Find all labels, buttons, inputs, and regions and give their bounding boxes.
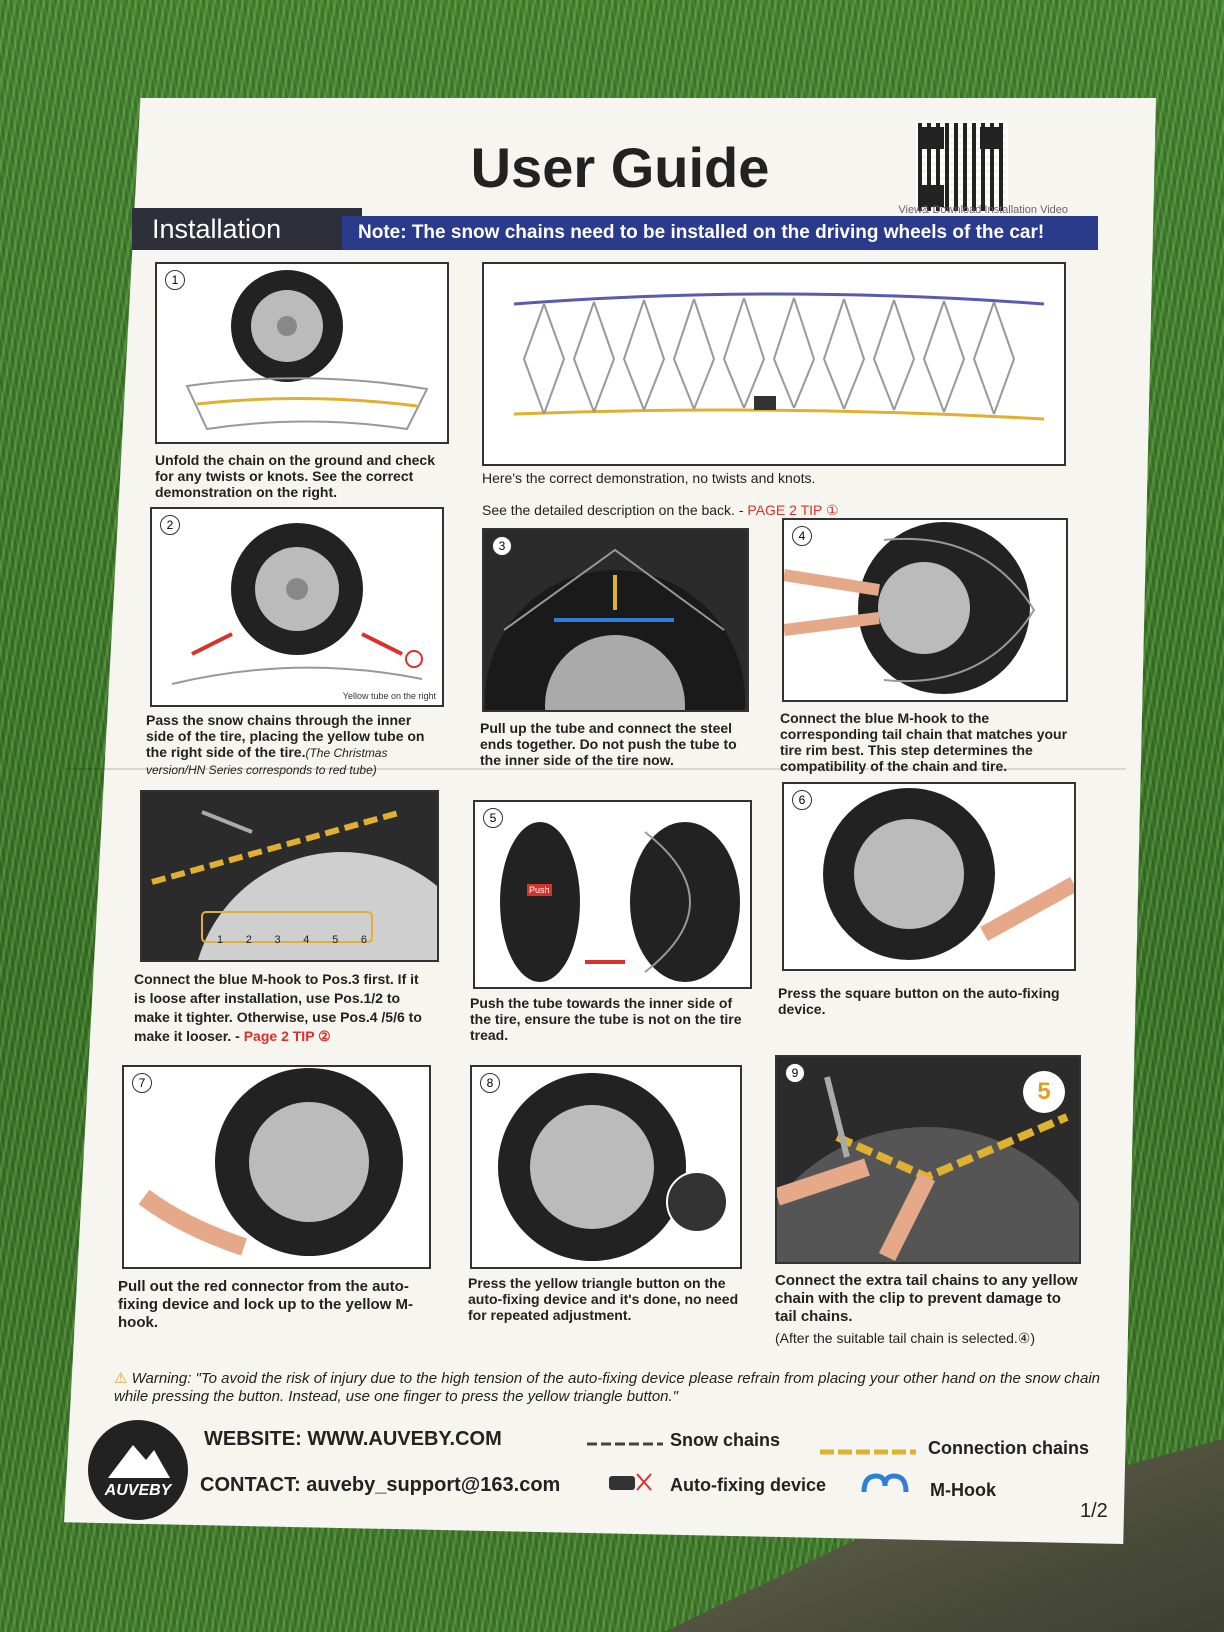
pos-1: 1 <box>217 934 224 946</box>
legend-snow-chains: Snow chains <box>670 1430 781 1450</box>
step-9-note: (After the suitable tail chain is select… <box>775 1330 1036 1346</box>
pos-6: 6 <box>360 934 367 946</box>
step-7-caption: Pull out the red connector from the auto… <box>118 1278 414 1331</box>
step-2-note: (The Christmas version/HN Series corresp… <box>146 746 388 777</box>
step-number: 5 <box>483 808 503 828</box>
pos-3: 3 <box>274 934 281 946</box>
step-5-panel: 5 Push <box>473 800 752 989</box>
warning-message: Warning: "To avoid the risk of injury du… <box>114 1370 1101 1405</box>
contact-line[interactable]: CONTACT: auveby_support@163.com <box>200 1474 561 1496</box>
demo-caption: Here's the correct demonstration, no twi… <box>482 470 816 486</box>
page-number: 1/2 <box>1080 1500 1108 1522</box>
step-6-caption: Press the square button on the auto-fixi… <box>778 985 1060 1017</box>
pos-4: 4 <box>303 934 310 946</box>
tire-on-chain-illustration <box>185 270 429 431</box>
hook-positions-illustration <box>151 809 437 960</box>
step-badge: 5 <box>1023 1071 1065 1113</box>
yellow-triangle-button-illustration <box>498 1073 728 1261</box>
snow-chains-icon <box>587 1442 663 1446</box>
step-number: 1 <box>165 270 185 290</box>
m-hook-icon <box>861 1473 909 1493</box>
installation-tab: Installation <box>132 208 362 250</box>
warning-triangle-icon: ⚠ <box>114 1370 128 1387</box>
legend-connection-chains: Connection chains <box>928 1438 1090 1458</box>
step-number: 6 <box>792 790 812 810</box>
pos-5: 5 <box>332 934 339 946</box>
connect-m-hook-illustration <box>784 522 1036 694</box>
qr-code[interactable] <box>916 121 1008 213</box>
qr-caption: View& Download Installation Video <box>898 204 1068 216</box>
step-4-panel: 4 <box>782 518 1068 702</box>
yellow-tube-label: Yellow tube on the right <box>342 691 436 701</box>
warning-text: ⚠ Warning: "To avoid the risk of injury … <box>114 1370 1114 1406</box>
note-banner: Note: The snow chains need to be install… <box>342 216 1098 250</box>
chain-demo-panel <box>482 262 1066 466</box>
website-line[interactable]: WEBSITE: WWW.AUVEBY.COM <box>204 1428 502 1450</box>
auto-fixing-device-icon <box>609 1473 652 1491</box>
m-hook-text: Connect the blue M-hook to Pos.3 first. … <box>134 971 422 1044</box>
position-labels: 1 2 3 4 5 6 <box>217 934 367 946</box>
auveby-logo: AUVEBY <box>88 1420 188 1520</box>
page-2-tip-2: Page 2 TIP ② <box>243 1028 331 1044</box>
step-1-caption: Unfold the chain on the ground and check… <box>155 452 436 500</box>
pull-tube-illustration <box>485 548 745 710</box>
logo-text: AUVEBY <box>104 1482 172 1499</box>
step-number: 9 <box>785 1063 805 1083</box>
press-square-button-illustration <box>823 788 1074 960</box>
step-number: 3 <box>492 536 512 556</box>
m-hook-caption: Connect the blue M-hook to Pos.3 first. … <box>134 970 434 1046</box>
page-2-tip-1: PAGE 2 TIP ① <box>747 502 839 518</box>
step-8-caption: Press the yellow triangle button on the … <box>468 1275 739 1323</box>
pos-2: 2 <box>245 934 252 946</box>
step-7-panel: 7 <box>122 1065 431 1269</box>
step-3-panel: 3 <box>482 528 749 712</box>
step-number: 4 <box>792 526 812 546</box>
step-number: 2 <box>160 515 180 535</box>
tail-chain-clip-illustration <box>777 1076 1079 1262</box>
legend-auto-fixing-device: Auto-fixing device <box>670 1475 827 1495</box>
step-2-caption: Pass the snow chains through the inner s… <box>146 712 442 778</box>
push-label: Push <box>527 884 552 896</box>
step-9-caption: Connect the extra tail chains to any yel… <box>775 1272 1078 1325</box>
demo-detail-caption: See the detailed description on the back… <box>482 502 1062 518</box>
mountain-icon <box>108 1445 170 1478</box>
chain-layout-illustration <box>513 292 1045 421</box>
step-6-panel: 6 <box>782 782 1076 971</box>
step-number: 8 <box>480 1073 500 1093</box>
m-hook-position-panel: 1 2 3 4 5 6 <box>140 790 439 962</box>
legend-m-hook: M-Hook <box>930 1480 996 1500</box>
step-5-caption: Push the tube towards the inner side of … <box>470 995 742 1043</box>
red-connector-illustration <box>138 1068 403 1256</box>
page-title: User Guide <box>470 136 770 199</box>
step-number: 7 <box>132 1073 152 1093</box>
step-9-panel: 9 5 <box>775 1055 1081 1264</box>
step-3-caption: Pull up the tube and connect the steel e… <box>480 720 737 768</box>
step-1-panel: 1 <box>155 262 449 444</box>
connection-chains-icon <box>820 1449 916 1455</box>
step-4-caption: Connect the blue M-hook to the correspon… <box>780 710 1068 774</box>
step-2-panel: 2 Yellow tube on the right <box>150 507 444 707</box>
step-8-panel: 8 <box>470 1065 742 1269</box>
push-tube-illustration <box>500 822 740 982</box>
demo-detail-text: See the detailed description on the back… <box>482 502 748 518</box>
step-2-text: Pass the snow chains through the inner s… <box>146 712 425 760</box>
paper-fold <box>66 768 1126 770</box>
tire-over-chain-illustration <box>171 523 423 685</box>
